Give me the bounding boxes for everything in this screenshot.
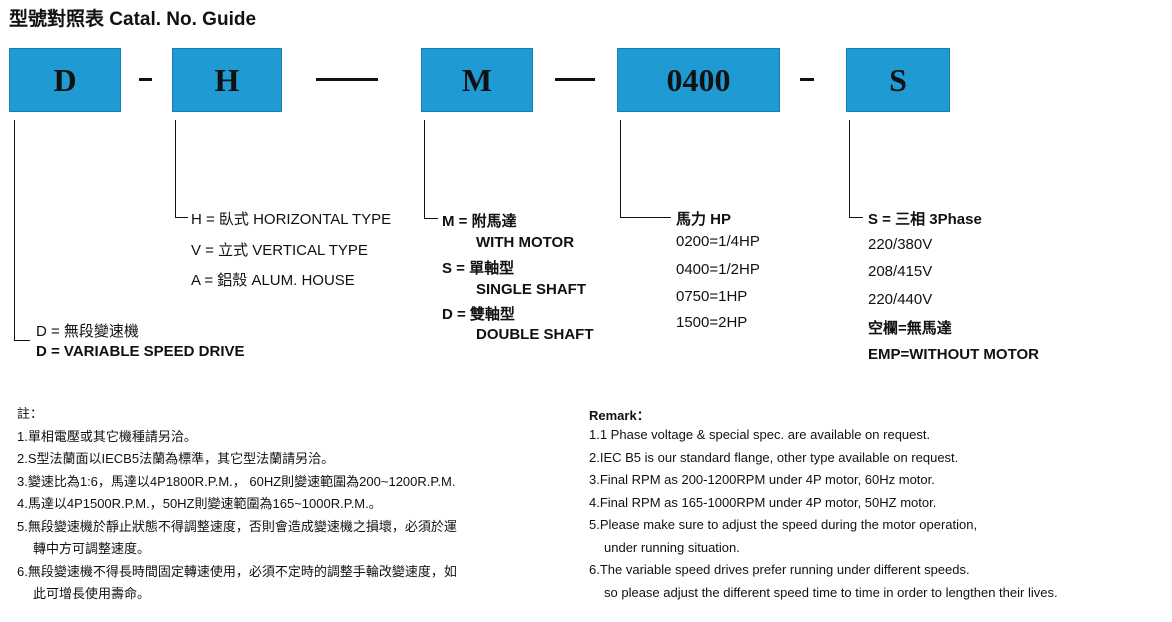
h-group-line-3: A = 鋁殼 ALUM. HOUSE [191,272,355,289]
connector-d-vertical [14,120,15,340]
notes-en-6a: 6.The variable speed drives prefer runni… [589,562,970,577]
hp-group-line-4: 0750=1HP [676,288,748,305]
notes-zh-6b: 此可增長使用壽命。 [33,586,151,601]
notes-en-5a: 5.Please make sure to adjust the speed d… [589,517,978,532]
code-box-m: M [421,48,533,112]
connector-m-horizontal [424,218,438,219]
s-group-line-2: 220/380V [868,236,933,253]
m-group-line-1: M = 附馬達 [442,213,517,230]
notes-zh-5a: 5.無段變速機於靜止狀態不得調整速度，否則會造成變速機之損壞，必須於運 [17,519,457,534]
code-box-hp: 0400 [617,48,780,112]
h-group-line-2: V = 立式 VERTICAL TYPE [191,242,368,259]
separator-dash-2 [316,78,378,81]
connector-h-vertical [175,120,176,217]
notes-zh-4: 4.馬達以4P1500R.P.M.，50HZ則變速範圍為165~1000R.P.… [17,496,382,511]
notes-zh-1: 1.單相電壓或其它機種請另洽。 [17,429,197,444]
notes-zh-2: 2.S型法蘭面以IECB5法蘭為標準，其它型法蘭請另洽。 [17,451,335,466]
code-box-h: H [172,48,282,112]
notes-zh-heading: 註： [17,406,44,421]
connector-s-horizontal [849,217,863,218]
d-group-line-1: D = 無段變速機 [36,323,139,340]
notes-zh-6a: 6.無段變速機不得長時間固定轉速使用，必須不定時的調整手輪改變速度，如 [17,564,457,579]
connector-hp-vertical [620,120,621,217]
m-group-line-6: DOUBLE SHAFT [476,326,594,343]
s-group-line-6: EMP=WITHOUT MOTOR [868,346,1039,363]
h-group-line-1: H = 臥式 HORIZONTAL TYPE [191,211,392,228]
notes-en-3: 3.Final RPM as 200-1200RPM under 4P moto… [589,472,935,487]
notes-en-6b: so please adjust the different speed tim… [604,585,1058,600]
s-group-line-1: S = 三相 3Phase [868,211,982,228]
code-box-d: D [9,48,121,112]
separator-dash-4 [800,78,814,81]
separator-dash-3 [555,78,595,81]
notes-en-4: 4.Final RPM as 165-1000RPM under 4P moto… [589,495,937,510]
notes-en-1: 1.1 Phase voltage & special spec. are av… [589,427,931,442]
notes-en-heading: Remark： [589,408,650,423]
d-group-line-2: D = VARIABLE SPEED DRIVE [36,343,245,360]
hp-group-line-1: 馬力 HP [676,211,732,228]
notes-en-5b: under running situation. [604,540,740,555]
hp-group-line-5: 1500=2HP [676,314,748,331]
s-group-line-3: 208/415V [868,263,933,280]
s-group-line-4: 220/440V [868,291,933,308]
m-group-line-5: D = 雙軸型 [442,306,515,323]
connector-hp-horizontal [620,217,671,218]
connector-d-horizontal [14,340,30,341]
m-group-line-2: WITH MOTOR [476,234,575,251]
hp-group-line-3: 0400=1/2HP [676,261,760,278]
notes-zh-3: 3.變速比為1:6，馬達以4P1800R.P.M.， 60HZ則變速範圍為200… [17,474,456,489]
m-group-line-3: S = 單軸型 [442,260,515,277]
s-group-line-5: 空欄=無馬達 [868,320,952,337]
hp-group-line-2: 0200=1/4HP [676,233,760,250]
separator-dash-1 [139,78,152,81]
notes-en-2: 2.IEC B5 is our standard flange, other t… [589,450,959,465]
connector-s-vertical [849,120,850,217]
connector-h-horizontal [175,217,188,218]
connector-m-vertical [424,120,425,218]
notes-zh-5b: 轉中方可調整速度。 [33,541,151,556]
page-title: 型號對照表 Catal. No. Guide [9,9,257,30]
m-group-line-4: SINGLE SHAFT [476,281,587,298]
code-box-s: S [846,48,950,112]
